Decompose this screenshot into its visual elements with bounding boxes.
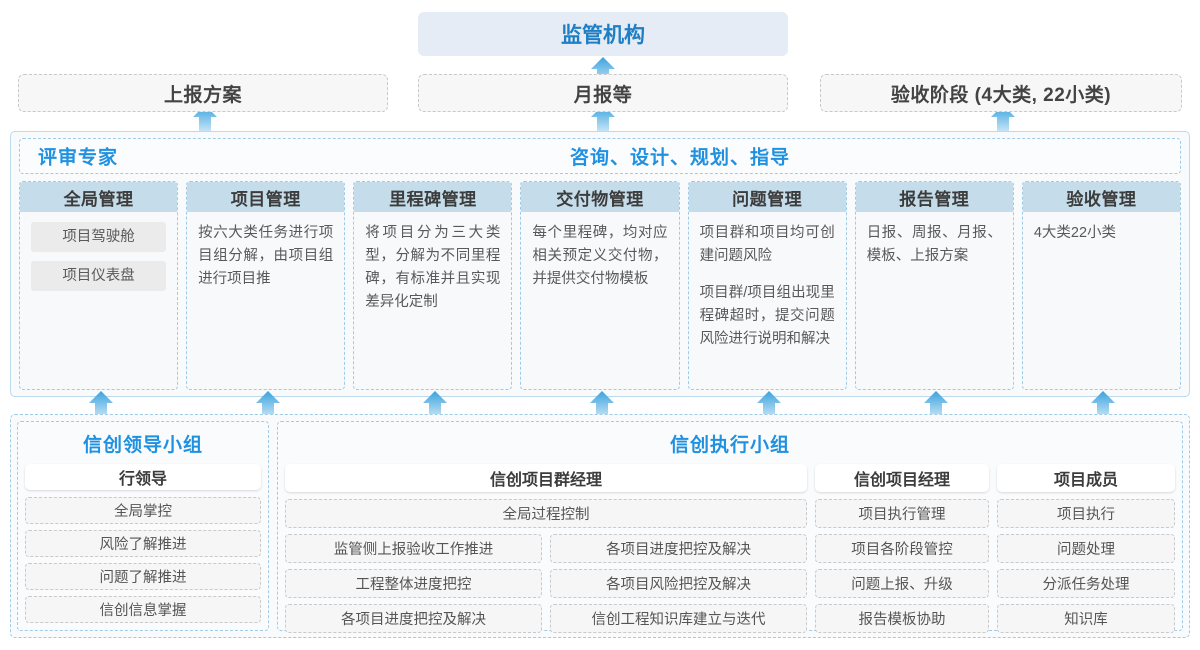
- group-leading: 信创领导小组 行领导 全局掌控 风险了解推进 问题了解推进 信创信息掌握: [17, 421, 269, 631]
- arrow-up-icon: [756, 390, 782, 420]
- column-paragraph: 将项目分为三大类型，分解为不同里程碑，有标准并且实现差异化定制: [365, 225, 501, 310]
- program-manager-right-items: 各项目进度把控及解决 各项目风险把控及解决 信创工程知识库建立与迭代: [550, 534, 807, 633]
- responsibility-item: 信创信息掌握: [25, 595, 261, 623]
- responsibility-item: 各项目风险把控及解决: [550, 569, 807, 598]
- management-columns: 全局管理 项目驾驶舱 项目仪表盘 项目管理 按六大类任务进行项目组分解，由项目组…: [19, 181, 1181, 390]
- regulatory-authority-label: 监管机构: [561, 24, 645, 47]
- regulatory-authority-box: 监管机构: [418, 12, 788, 56]
- column-body: 每个里程碑，均对应相关预定义交付物，并提供交付物模板: [521, 212, 678, 389]
- column-paragraph: 4大类22小类: [1033, 225, 1117, 241]
- responsibility-item: 工程整体进度把控: [285, 569, 542, 598]
- column-project-management: 项目管理 按六大类任务进行项目组分解，由项目组进行项目推: [186, 181, 346, 390]
- column-body: 项目群和项目均可创建问题风险 项目群/项目组出现里程碑超时，提交问题风险进行说明…: [689, 212, 846, 389]
- responsibility-item: 各项目进度把控及解决: [285, 604, 542, 633]
- responsibility-item: 风险了解推进: [25, 529, 261, 557]
- role-header: 信创项目经理: [815, 464, 989, 492]
- column-global-management: 全局管理 项目驾驶舱 项目仪表盘: [19, 181, 179, 390]
- group-execution: 信创执行小组 信创项目群经理 全局过程控制 监管侧上报验收工作推进 工程整体进度…: [277, 421, 1183, 633]
- submission-box-plan: 上报方案: [18, 74, 388, 112]
- responsibility-item: 问题了解推进: [25, 562, 261, 590]
- column-title: 问题管理: [688, 182, 846, 212]
- review-experts-label: 评审专家: [38, 147, 119, 169]
- group-title: 信创执行小组: [669, 435, 790, 456]
- submission-label: 验收阶段 (4大类, 22小类): [890, 84, 1112, 106]
- responsibility-item: 知识库: [997, 604, 1175, 633]
- responsibility-item: 问题处理: [997, 534, 1175, 563]
- column-title: 报告管理: [855, 182, 1013, 212]
- role-column-project-manager: 信创项目经理 项目执行管理 项目各阶段管控 问题上报、升级 报告模板协助: [815, 464, 989, 633]
- submission-label: 上报方案: [163, 84, 242, 106]
- responsibility-item: 项目执行: [997, 499, 1175, 528]
- responsibility-item: 全局掌控: [25, 496, 261, 524]
- group-title: 信创领导小组: [82, 435, 203, 456]
- column-milestone-management: 里程碑管理 将项目分为三大类型，分解为不同里程碑，有标准并且实现差异化定制: [353, 181, 513, 390]
- responsibility-item: 信创工程知识库建立与迭代: [550, 604, 807, 633]
- column-paragraph: 项目群和项目均可创建问题风险: [699, 225, 835, 264]
- program-manager-left-items: 监管侧上报验收工作推进 工程整体进度把控 各项目进度把控及解决: [285, 534, 542, 633]
- arrow-up-icon: [990, 104, 1016, 134]
- advisory-band: 评审专家 咨询、设计、规划、指导: [19, 138, 1181, 174]
- execution-role-columns: 信创项目群经理 全局过程控制 监管侧上报验收工作推进 工程整体进度把控 各项目进…: [285, 464, 1175, 633]
- organization-panel: 信创领导小组 行领导 全局掌控 风险了解推进 问题了解推进 信创信息掌握 信创执…: [10, 414, 1190, 638]
- responsibility-item: 分派任务处理: [997, 569, 1175, 598]
- arrow-up-icon: [88, 390, 114, 420]
- column-issue-management: 问题管理 项目群和项目均可创建问题风险 项目群/项目组出现里程碑超时，提交问题风…: [687, 181, 847, 390]
- management-panel: 评审专家 咨询、设计、规划、指导 全局管理 项目驾驶舱 项目仪表盘 项目管理 按…: [10, 131, 1190, 397]
- arrow-up-icon: [923, 390, 949, 420]
- responsibility-item: 各项目进度把控及解决: [550, 534, 807, 563]
- arrow-up-icon: [422, 390, 448, 420]
- responsibility-item: 全局过程控制: [285, 499, 807, 528]
- column-report-management: 报告管理 日报、周报、月报、模板、上报方案: [854, 181, 1014, 390]
- column-acceptance-management: 验收管理 4大类22小类: [1021, 181, 1181, 390]
- responsibility-item: 监管侧上报验收工作推进: [285, 534, 542, 563]
- responsibility-item: 报告模板协助: [815, 604, 989, 633]
- column-paragraph: 项目群/项目组出现里程碑超时，提交问题风险进行说明和解决: [699, 285, 835, 347]
- column-body: 按六大类任务进行项目组分解，由项目组进行项目推: [187, 212, 344, 389]
- arrow-up-icon: [192, 104, 218, 134]
- submission-box-acceptance: 验收阶段 (4大类, 22小类): [820, 74, 1182, 112]
- arrow-up-icon: [590, 104, 616, 134]
- column-body: 日报、周报、月报、模板、上报方案: [856, 212, 1013, 389]
- submission-label: 月报等: [573, 84, 633, 106]
- column-title: 验收管理: [1022, 182, 1180, 212]
- role-header: 项目成员: [997, 464, 1175, 492]
- program-manager-subcolumns: 监管侧上报验收工作推进 工程整体进度把控 各项目进度把控及解决 各项目进度把控及…: [285, 534, 807, 633]
- arrow-up-icon: [589, 390, 615, 420]
- arrow-up-icon: [255, 390, 281, 420]
- column-body: 4大类22小类: [1023, 212, 1180, 389]
- submission-box-monthly: 月报等: [418, 74, 788, 112]
- responsibility-item: 项目各阶段管控: [815, 534, 989, 563]
- column-paragraph: 日报、周报、月报、模板、上报方案: [866, 225, 1002, 264]
- column-title: 全局管理: [20, 182, 178, 212]
- column-body: 项目驾驶舱 项目仪表盘: [20, 212, 177, 389]
- column-title: 项目管理: [187, 182, 345, 212]
- column-title: 交付物管理: [521, 182, 679, 212]
- responsibility-item: 问题上报、升级: [815, 569, 989, 598]
- column-body: 将项目分为三大类型，分解为不同里程碑，有标准并且实现差异化定制: [354, 212, 511, 389]
- column-title: 里程碑管理: [354, 182, 512, 212]
- feature-pill: 项目仪表盘: [31, 261, 167, 291]
- advisory-services-label: 咨询、设计、规划、指导: [569, 147, 790, 169]
- responsibility-item: 项目执行管理: [815, 499, 989, 528]
- feature-pill: 项目驾驶舱: [31, 222, 167, 252]
- role-header: 信创项目群经理: [285, 464, 807, 492]
- column-deliverable-management: 交付物管理 每个里程碑，均对应相关预定义交付物，并提供交付物模板: [520, 181, 680, 390]
- column-paragraph: 按六大类任务进行项目组分解，由项目组进行项目推: [198, 225, 334, 287]
- role-column-program-manager: 信创项目群经理 全局过程控制 监管侧上报验收工作推进 工程整体进度把控 各项目进…: [285, 464, 807, 633]
- role-column-project-member: 项目成员 项目执行 问题处理 分派任务处理 知识库: [997, 464, 1175, 633]
- column-paragraph: 每个里程碑，均对应相关预定义交付物，并提供交付物模板: [532, 225, 668, 287]
- role-header: 行领导: [25, 464, 261, 490]
- arrow-up-icon: [1090, 390, 1116, 420]
